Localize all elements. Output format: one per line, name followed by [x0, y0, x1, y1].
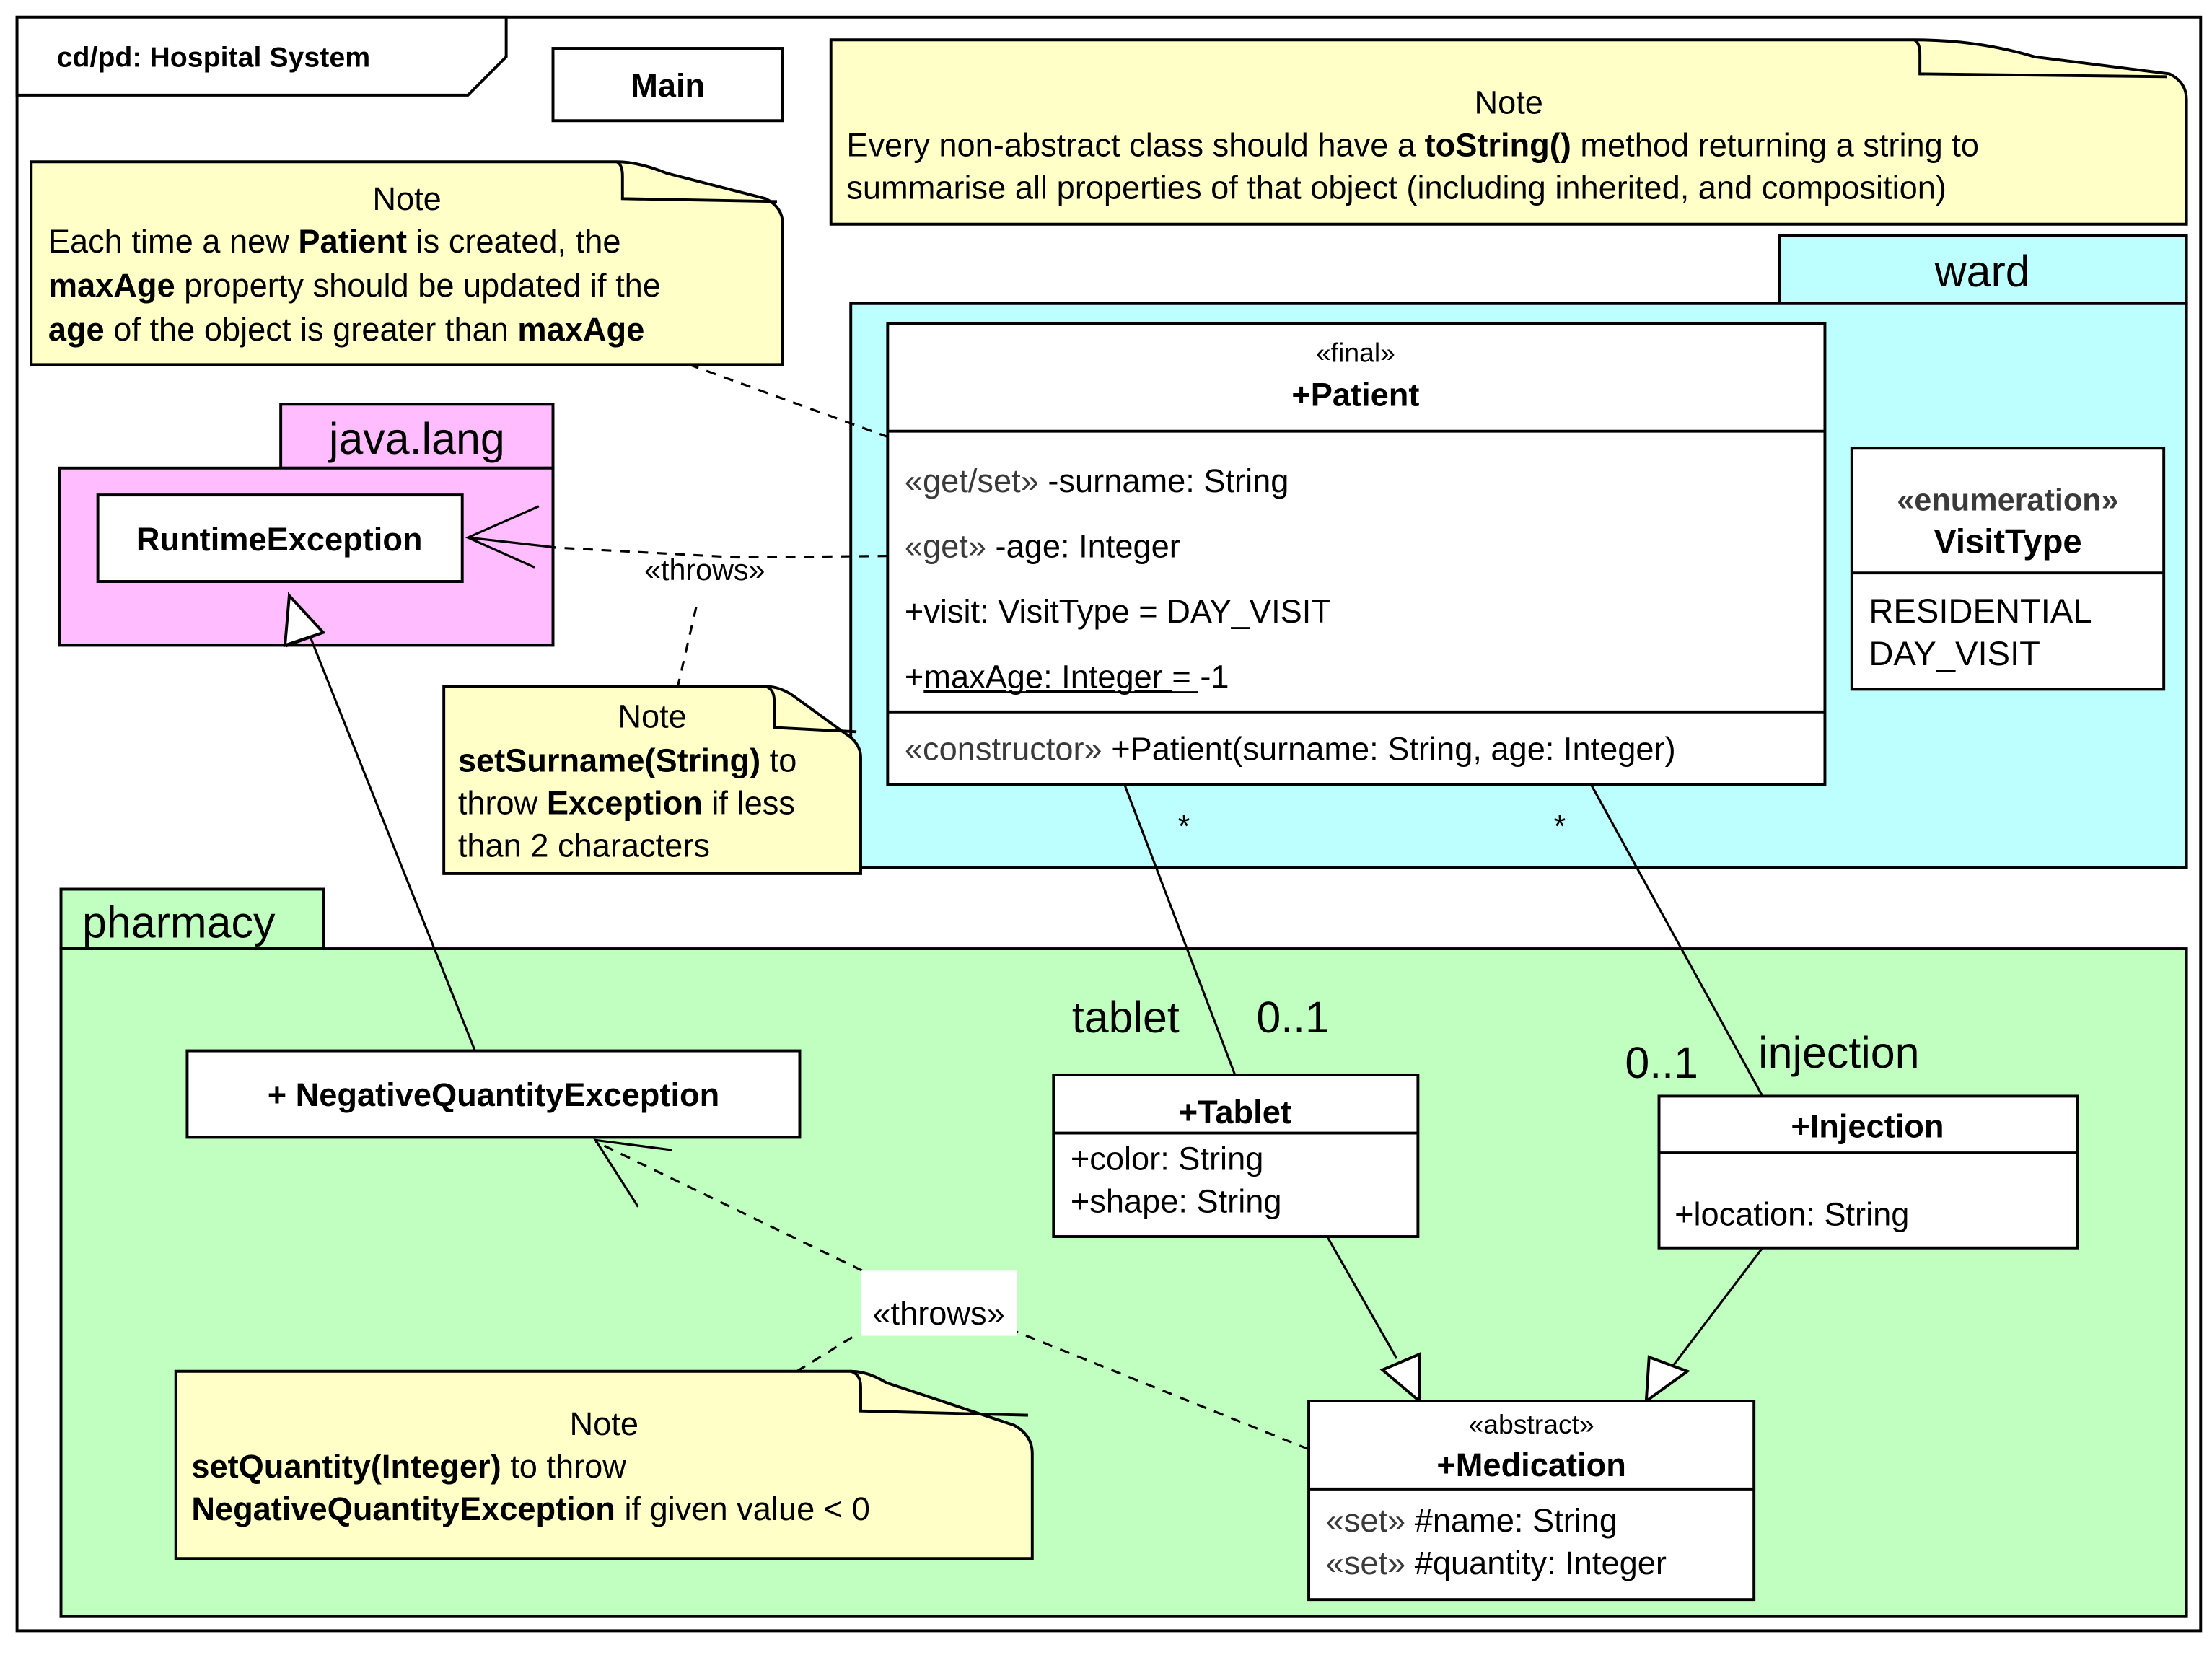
class-name: RuntimeException	[136, 521, 423, 558]
note-title: Note	[618, 698, 686, 734]
class-attribute: «get» -age: Integer	[905, 528, 1180, 565]
class-attribute: +shape: String	[1071, 1183, 1282, 1220]
class-tablet[interactable]: +Tablet +color: String +shape: String	[1052, 1073, 1420, 1238]
package-tab	[279, 403, 555, 470]
note-text: setSurname(String) to	[458, 742, 797, 778]
note-text: throw Exception if less	[458, 784, 795, 821]
enum-literal: DAY_VISIT	[1869, 634, 2040, 672]
main-box[interactable]: Main	[551, 47, 784, 123]
hollow-triangle-arrow-icon	[1379, 1352, 1421, 1405]
note-text: NegativeQuantityException if given value…	[191, 1491, 870, 1527]
note-setquantity[interactable]: Note setQuantity(Integer) to throw Negat…	[174, 1369, 1034, 1560]
class-attribute: «set» #quantity: Integer	[1326, 1545, 1667, 1581]
class-attribute: «set» #name: String	[1326, 1502, 1618, 1539]
note-text: setQuantity(Integer) to throw	[191, 1448, 626, 1485]
generalization-line	[1326, 1236, 1398, 1359]
class-attribute: +visit: VisitType = DAY_VISIT	[905, 593, 1331, 630]
package-tab	[1778, 234, 2188, 305]
enum-stereotype: «enumeration»	[1897, 483, 2118, 518]
generalization-line	[1672, 1247, 1764, 1366]
class-attribute: +color: String	[1071, 1141, 1264, 1177]
open-arrow-icon	[593, 1138, 672, 1208]
class-attribute: +location: String	[1675, 1195, 1909, 1232]
class-attribute-static: +maxAge: Integer = -1	[905, 658, 1229, 695]
class-name: +Tablet	[1179, 1094, 1291, 1131]
class-medication[interactable]: «abstract» +Medication «set» #name: Stri…	[1307, 1400, 1756, 1602]
class-stereotype: «abstract»	[1468, 1409, 1594, 1439]
note-title: Note	[372, 180, 441, 217]
multiplicity-target-injection: 0..1	[1625, 1038, 1698, 1087]
note-setsurname[interactable]: Note setSurname(String) to throw Excepti…	[442, 685, 862, 875]
class-patient[interactable]: «final» +Patient «get/set» -surname: Str…	[886, 322, 1827, 786]
throws-label-bg	[860, 1270, 1017, 1336]
note-text: than 2 characters	[458, 827, 710, 864]
note-maxage[interactable]: Note Each time a new Patient is created,…	[30, 160, 784, 366]
note-text: Each time a new Patient is created, the	[48, 223, 621, 260]
package-name: ward	[1934, 247, 2030, 296]
multiplicity-source-injection: *	[1554, 809, 1566, 844]
multiplicity-source-tablet: *	[1178, 809, 1190, 844]
note-text: maxAge property should be updated if the	[48, 267, 661, 304]
enum-literal: RESIDENTIAL	[1869, 592, 2092, 630]
class-name: + NegativeQuantityException	[268, 1076, 720, 1113]
class-attribute: «get/set» -surname: String	[905, 462, 1289, 499]
note-text: summarise all properties of that object …	[846, 169, 1947, 206]
association-tablet	[1123, 783, 1237, 1076]
class-name: +Medication	[1436, 1447, 1625, 1483]
class-injection[interactable]: +Injection +location: String	[1657, 1094, 2079, 1250]
note-title: Note	[570, 1405, 638, 1442]
class-stereotype: «final»	[1316, 337, 1395, 367]
role-injection: injection	[1758, 1028, 1919, 1077]
frame-title-tab	[15, 15, 508, 97]
multiplicity-target-tablet: 0..1	[1256, 993, 1330, 1042]
class-runtime-exception[interactable]: RuntimeException	[96, 493, 464, 583]
class-name: +Patient	[1291, 376, 1419, 413]
throws-dependency-negative-quantity	[1011, 1329, 1309, 1451]
enum-name: VisitType	[1934, 522, 2081, 561]
note-anchor-line	[676, 607, 698, 687]
note-tostring[interactable]: Note Every non-abstract class should hav…	[829, 38, 2188, 226]
throws-dependency-runtime	[553, 546, 888, 559]
enum-visittype[interactable]: «enumeration» VisitType RESIDENTIAL DAY_…	[1850, 447, 2166, 691]
throws-label: «throws»	[872, 1295, 1004, 1332]
hollow-triangle-arrow-icon	[1644, 1355, 1690, 1405]
frame-title: cd/pd: Hospital System	[57, 42, 371, 74]
throws-label: «throws»	[644, 553, 765, 587]
main-box-label: Main	[631, 67, 705, 104]
role-tablet: tablet	[1072, 993, 1180, 1042]
package-name: pharmacy	[82, 897, 276, 947]
note-title: Note	[1474, 84, 1542, 120]
package-name: java.lang	[328, 414, 505, 463]
association-injection	[1589, 783, 1764, 1097]
class-operation: «constructor» +Patient(surname: String, …	[905, 731, 1676, 768]
class-negative-quantity-exception[interactable]: + NegativeQuantityException	[185, 1049, 802, 1139]
note-text: Every non-abstract class should have a t…	[846, 126, 1979, 163]
generalization-line	[302, 619, 476, 1052]
note-text: age of the object is greater than maxAge	[48, 311, 644, 348]
class-name: +Injection	[1791, 1107, 1944, 1144]
